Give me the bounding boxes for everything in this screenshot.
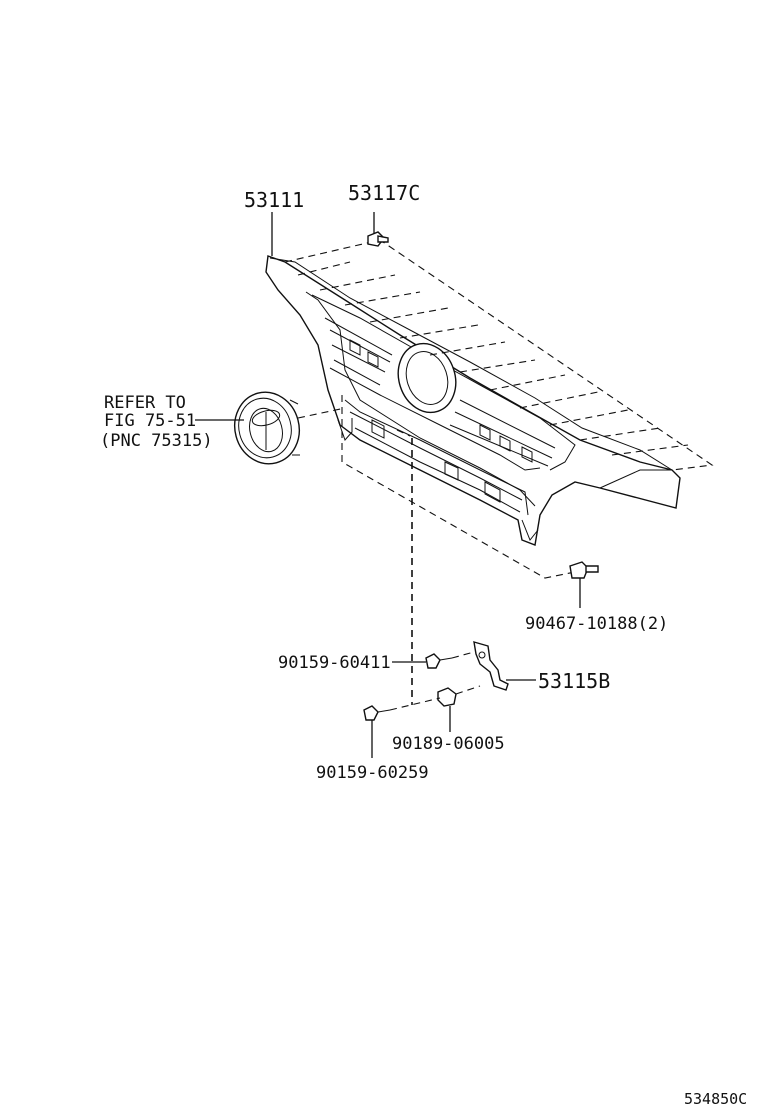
nut-part (437, 685, 481, 732)
bolt-upper-part (392, 651, 475, 669)
label-refer-line1: REFER TO (104, 393, 186, 413)
assembly-guide-lines (284, 239, 714, 579)
figure-code: 534850C (684, 1090, 747, 1108)
label-refer-line2: FIG 75-51 (104, 411, 196, 431)
label-grille: 53111 (244, 188, 304, 212)
clip-top-part (367, 212, 389, 247)
radiator-grille (265, 255, 681, 546)
label-bolt-lower: 90159-60259 (316, 763, 429, 783)
clip-bottom-part (569, 561, 599, 608)
bracket-part (473, 641, 536, 691)
bolt-lower-part (363, 697, 441, 758)
label-bracket: 53115B (538, 669, 610, 693)
emblem-part (195, 391, 300, 465)
label-clip-bottom: 90467-10188(2) (525, 614, 668, 634)
label-nut: 90189-06005 (392, 734, 505, 754)
label-clip-top: 53117C (348, 181, 420, 205)
label-bolt-upper: 90159-60411 (278, 653, 391, 673)
label-refer-line3: (PNC 75315) (100, 431, 213, 451)
